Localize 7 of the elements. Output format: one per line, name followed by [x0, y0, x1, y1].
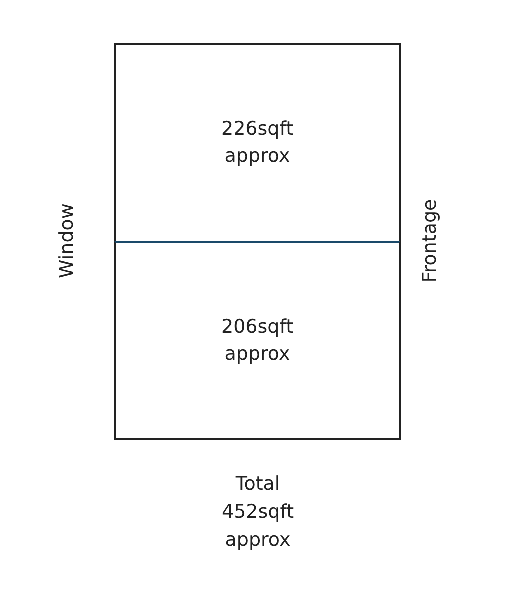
area-label: 206sqft approx [220, 314, 295, 366]
room-outline [114, 43, 401, 243]
wall-label: Window [56, 202, 78, 280]
total-area-label: Total 452sqft approx [220, 472, 296, 553]
wall-label: Frontage [419, 198, 441, 285]
room-outline [114, 241, 401, 440]
area-label: 226sqft approx [220, 117, 295, 169]
